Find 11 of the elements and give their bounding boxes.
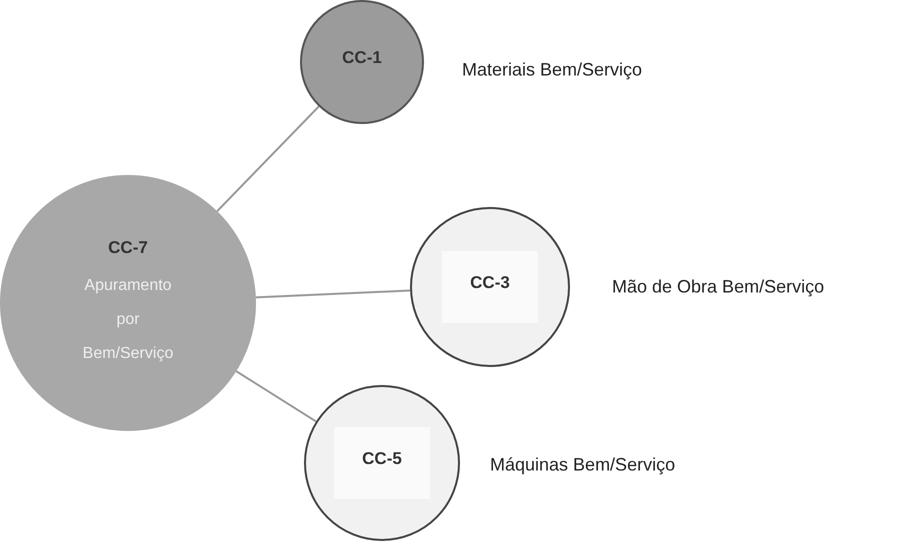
node-caption: Mão de Obra Bem/Serviço bbox=[612, 276, 824, 298]
node-title: CC-3 bbox=[470, 272, 510, 294]
node-caption: Materiais Bem/Serviço bbox=[462, 58, 642, 82]
node-description: Apuramento por Bem/Serviço bbox=[82, 276, 174, 364]
node-title: CC-1 bbox=[342, 47, 382, 70]
connector-line bbox=[216, 106, 320, 212]
connector-line bbox=[236, 370, 317, 422]
node-title: CC-5 bbox=[362, 448, 402, 470]
connector-line bbox=[256, 290, 410, 298]
node-caption: Máquinas Bem/Serviço bbox=[490, 454, 676, 476]
node-title: CC-7 bbox=[108, 237, 148, 260]
